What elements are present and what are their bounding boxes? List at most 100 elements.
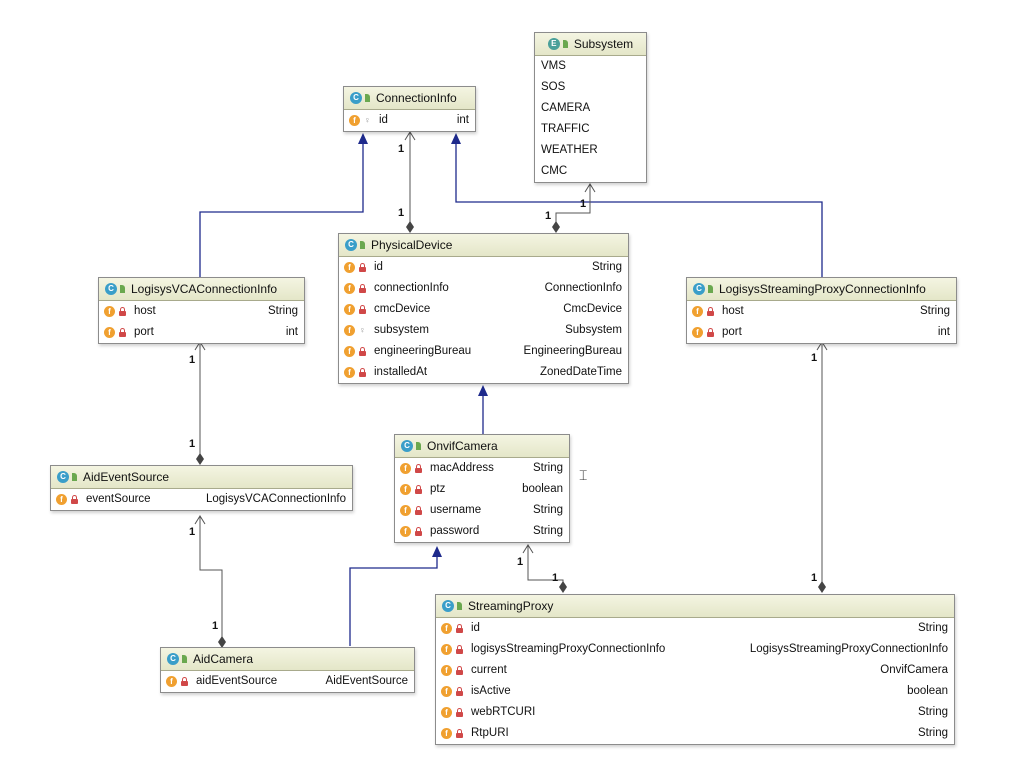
multiplicity-label: 1 bbox=[545, 210, 552, 222]
field-name: webRTCURI bbox=[471, 706, 536, 718]
inheritance-aidcamera-to-onvif bbox=[349, 557, 438, 646]
private-lock-icon bbox=[359, 305, 366, 314]
private-lock-icon bbox=[456, 645, 463, 654]
inheritance-streaming-to-connectioninfo bbox=[455, 144, 823, 279]
association-aidcamera-aideventsource bbox=[199, 516, 223, 640]
field-type: int bbox=[285, 326, 298, 338]
private-lock-icon bbox=[456, 666, 463, 675]
field-type: String bbox=[591, 261, 622, 273]
enum-value[interactable]: SOS bbox=[541, 81, 566, 93]
private-lock-icon bbox=[707, 307, 714, 316]
private-lock-icon bbox=[359, 284, 366, 293]
class-icon: C bbox=[105, 283, 117, 295]
field-icon: f bbox=[344, 367, 355, 378]
field-name: connectionInfo bbox=[374, 282, 449, 294]
enum-value[interactable]: VMS bbox=[541, 60, 566, 72]
association-physicaldevice-subsystem bbox=[555, 184, 591, 223]
package-icon bbox=[708, 285, 713, 293]
field-name: isActive bbox=[471, 685, 511, 697]
field-type: String bbox=[532, 525, 563, 537]
enum-subsystem[interactable]: E Subsystem VMS SOS CAMERA TRAFFIC WEATH… bbox=[534, 32, 647, 183]
class-icon: C bbox=[57, 471, 69, 483]
field-type: String bbox=[267, 305, 298, 317]
field-type: ConnectionInfo bbox=[544, 282, 622, 294]
class-header: C LogisysVCAConnectionInfo bbox=[99, 278, 304, 301]
field-type: String bbox=[532, 504, 563, 516]
field-icon: f bbox=[104, 306, 115, 317]
enum-icon: E bbox=[547, 38, 560, 50]
field-icon: f bbox=[166, 676, 177, 687]
class-name: AidEventSource bbox=[83, 470, 170, 484]
field-row[interactable]: f host String bbox=[99, 301, 304, 322]
field-icon: f bbox=[349, 115, 360, 126]
field-icon: f bbox=[441, 644, 452, 655]
field-icon: f bbox=[344, 262, 355, 273]
multiplicity-label: 1 bbox=[580, 198, 587, 210]
field-name: password bbox=[430, 525, 480, 537]
inheritance-arrow bbox=[358, 133, 368, 144]
class-name: Subsystem bbox=[573, 37, 634, 51]
field-icon: f bbox=[400, 484, 411, 495]
field-name: port bbox=[134, 326, 154, 338]
field-name: current bbox=[471, 664, 507, 676]
class-name: StreamingProxy bbox=[468, 599, 554, 613]
field-name: engineeringBureau bbox=[374, 345, 472, 357]
multiplicity-label: 1 bbox=[811, 352, 818, 364]
field-icon: f bbox=[344, 325, 355, 336]
field-name: host bbox=[134, 305, 156, 317]
field-type: LogisysStreamingProxyConnectionInfo bbox=[749, 643, 948, 655]
enum-value[interactable]: WEATHER bbox=[541, 144, 598, 156]
field-row[interactable]: f♀ id int bbox=[344, 110, 475, 131]
class-header: C AidCamera bbox=[161, 648, 414, 671]
enum-value[interactable]: CMC bbox=[541, 165, 568, 177]
class-connectioninfo[interactable]: C ConnectionInfo f♀ id int bbox=[343, 86, 476, 132]
field-type: int bbox=[456, 114, 469, 126]
field-icon: f bbox=[441, 686, 452, 697]
package-icon bbox=[365, 94, 370, 102]
field-icon: f bbox=[692, 327, 703, 338]
class-header: E Subsystem bbox=[535, 33, 646, 56]
private-lock-icon bbox=[71, 495, 78, 504]
class-header: C ConnectionInfo bbox=[344, 87, 475, 110]
class-icon: C bbox=[167, 653, 179, 665]
enum-value[interactable]: CAMERA bbox=[541, 102, 591, 114]
package-icon bbox=[457, 602, 462, 610]
field-name: RtpURI bbox=[471, 727, 509, 739]
multiplicity-label: 1 bbox=[398, 143, 405, 155]
field-type: String bbox=[917, 706, 948, 718]
class-logisysvcaconnectioninfo[interactable]: C LogisysVCAConnectionInfo f host String f… bbox=[98, 277, 305, 344]
field-type: AidEventSource bbox=[325, 675, 408, 687]
class-name: PhysicalDevice bbox=[371, 238, 453, 252]
class-icon: C bbox=[350, 92, 362, 104]
field-type: LogisysVCAConnectionInfo bbox=[206, 493, 346, 505]
field-name: ptz bbox=[430, 483, 446, 495]
enum-value[interactable]: TRAFFIC bbox=[541, 123, 590, 135]
